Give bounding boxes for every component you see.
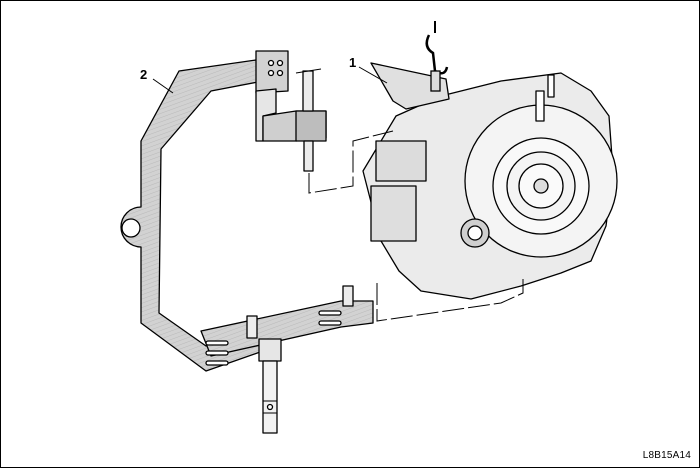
lower-arm-slot — [318, 310, 342, 316]
hook-shank — [430, 70, 441, 92]
transmission-assembly — [362, 62, 618, 300]
top-plate-hole — [276, 69, 284, 77]
fixture-lower-arm — [200, 300, 374, 357]
leader-item-2 — [152, 78, 174, 94]
lower-arm-slot — [205, 360, 229, 366]
alignment-guides — [308, 130, 524, 322]
bottom-post-hole — [266, 403, 274, 411]
leader-item-1 — [358, 66, 388, 84]
upper-stud — [547, 74, 555, 98]
lower-alignment-guide — [376, 279, 524, 322]
top-plate-hole — [267, 69, 275, 77]
lower-arm-slot — [205, 350, 229, 356]
lower-arm-slot — [318, 320, 342, 326]
fixture-c-frame — [120, 58, 264, 372]
bottom-post-collar — [258, 338, 282, 362]
top-plate-hole — [276, 59, 284, 67]
top-stud — [535, 90, 545, 122]
fixture-frame — [120, 50, 374, 434]
callout-transmission: 1 — [349, 55, 357, 70]
output-seal-inner — [467, 225, 483, 241]
upper-alignment-guide — [308, 130, 394, 194]
callout-fixture: 2 — [140, 67, 148, 82]
top-plate-hole — [267, 59, 275, 67]
top-locating-pin — [302, 70, 314, 112]
converter-hub — [533, 178, 549, 194]
lower-right-pin — [342, 285, 354, 307]
valve-body — [375, 140, 427, 182]
fixture-block-face — [295, 110, 327, 142]
leader-lines — [152, 66, 388, 94]
lower-arm-slot — [205, 340, 229, 346]
fixture-mount-hole — [121, 218, 141, 238]
hook-shape — [425, 34, 449, 75]
bottom-post — [262, 360, 278, 434]
side-cover — [370, 185, 417, 242]
lower-left-pin — [246, 315, 258, 339]
crane-hook — [425, 21, 449, 92]
figure-code: L8B15A14 — [642, 450, 691, 461]
top-pin-shaft — [303, 140, 314, 172]
